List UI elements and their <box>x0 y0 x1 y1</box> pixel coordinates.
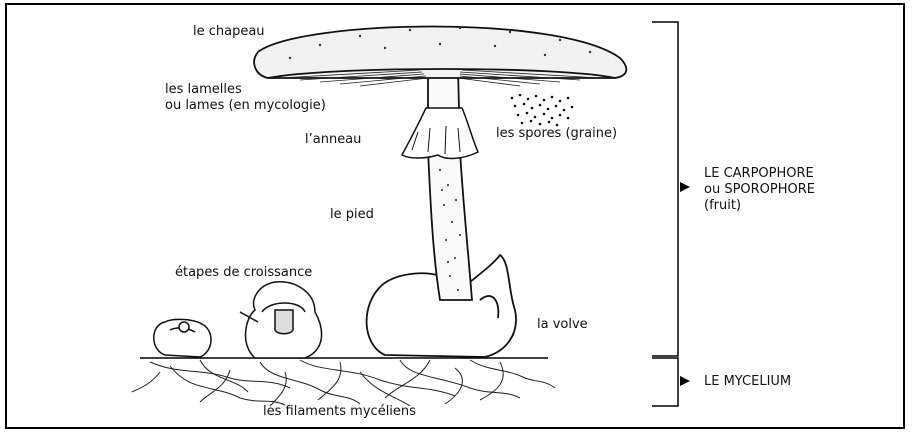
label-chapeau: le chapeau <box>193 24 265 40</box>
carpophore-bracket <box>652 22 678 356</box>
growth-stage-small <box>154 319 211 357</box>
stem-shape <box>428 68 472 300</box>
carpophore-arrow <box>680 182 690 192</box>
spores-cluster <box>511 94 574 127</box>
label-mycelium: LE MYCELIUM <box>704 374 791 390</box>
label-anneau: l’anneau <box>305 132 361 148</box>
mycelium-bracket <box>652 358 678 406</box>
label-spores: les spores (graine) <box>496 126 617 142</box>
label-lamelles-line1: les lamelles <box>165 82 242 98</box>
label-filaments: les filaments mycéliens <box>263 404 416 420</box>
mycelium-arrow <box>680 376 690 386</box>
label-carpophore-line3: (fruit) <box>704 198 741 214</box>
label-carpophore-line1: LE CARPOPHORE <box>704 166 814 182</box>
label-carpophore-line2: ou SPOROPHORE <box>704 182 815 198</box>
label-lamelles-line2: ou lames (en mycologie) <box>165 98 326 114</box>
cap-shape <box>254 27 626 79</box>
label-pied: le pied <box>330 207 374 223</box>
label-volve: la volve <box>537 317 588 333</box>
growth-stage-medium <box>240 282 322 358</box>
label-croissance: étapes de croissance <box>175 265 312 281</box>
mycelial-filaments <box>132 360 555 406</box>
ring-shape <box>402 108 478 158</box>
